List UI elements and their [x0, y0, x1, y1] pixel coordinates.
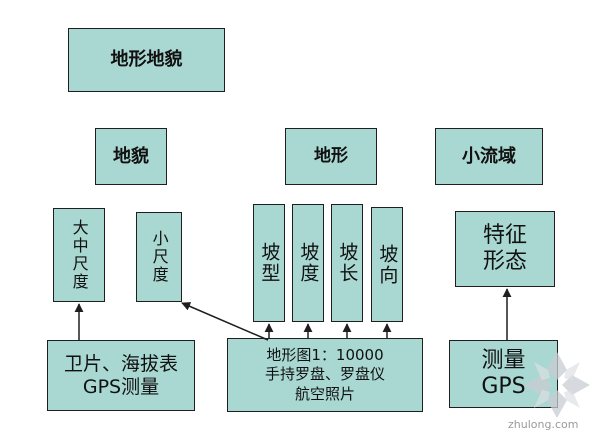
- large-medium-scale-box: 大中尺度: [53, 208, 105, 302]
- title-box: 地形地貌: [68, 28, 225, 92]
- terrain-category-box: 地形: [285, 128, 377, 185]
- landform-category-box: 地貌: [95, 128, 167, 185]
- small-scale-box: 小尺度: [136, 212, 182, 302]
- small-watershed-category-box: 小流域: [435, 128, 543, 185]
- slope-gradient-box: 坡度: [292, 204, 324, 322]
- arrow-center-to-small-scale: [181, 302, 269, 341]
- watermark-logo-icon: [524, 352, 590, 418]
- slope-type-box: 坡型: [253, 204, 285, 322]
- satellite-altimeter-gps-box: 卫片、海拔表 GPS测量: [47, 340, 195, 411]
- slope-aspect-box: 坡向: [371, 207, 403, 322]
- slope-length-box: 坡长: [331, 204, 363, 322]
- feature-form-box: 特征 形态: [455, 211, 555, 287]
- topomap-compass-aerial-box: 地形图1：10000 手持罗盘、罗盘仪 航空照片: [227, 338, 423, 412]
- watermark-text: zhulong.com: [508, 418, 579, 431]
